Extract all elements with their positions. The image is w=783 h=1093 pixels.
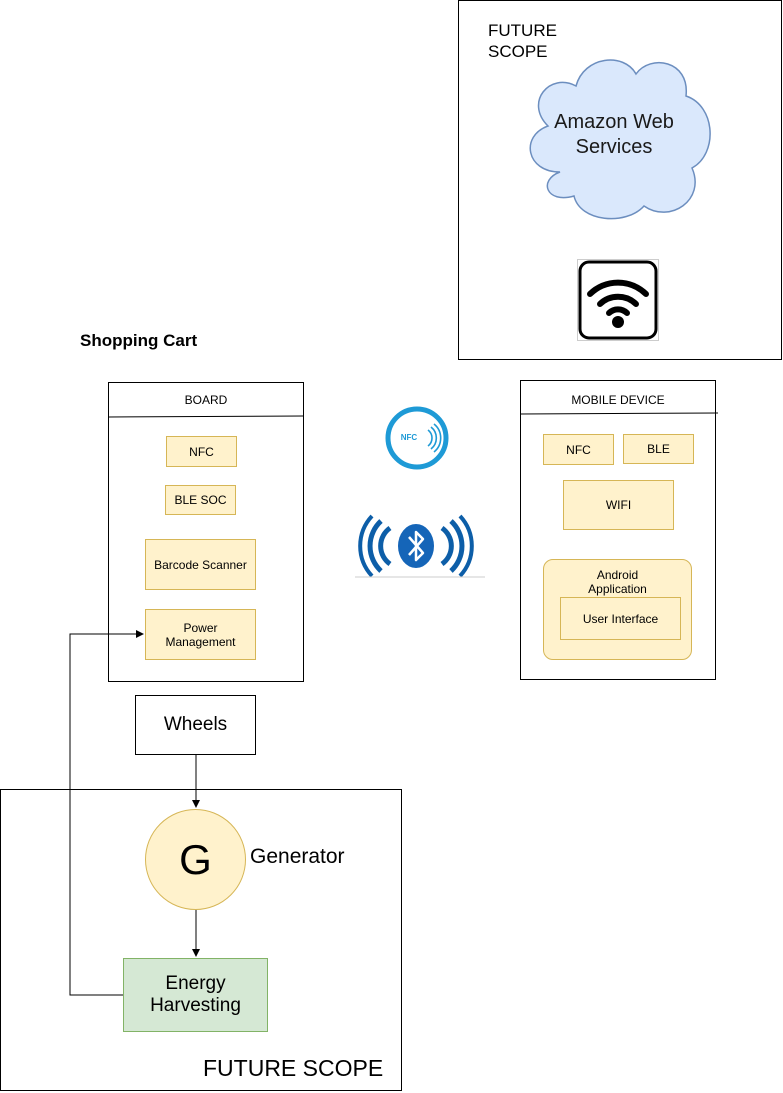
board-title: BOARD: [184, 393, 228, 407]
nfc-icon-text: NFC: [400, 432, 418, 442]
mobile-device-title: MOBILE DEVICE: [571, 393, 665, 407]
board-ble-soc-block: BLE SOC: [165, 485, 236, 515]
energy-to-power-arrow: [69, 630, 144, 996]
power-management-block: Power Management: [145, 609, 256, 660]
wifi-icon: [577, 259, 659, 341]
future-scope-bottom-label: FUTURE SCOPE: [203, 1055, 384, 1081]
barcode-scanner-block: Barcode Scanner: [145, 539, 256, 590]
nfc-icon: [384, 405, 450, 471]
wheels-block: Wheels: [135, 695, 256, 755]
mobile-nfc-block: NFC: [543, 434, 614, 465]
bluetooth-icon: [355, 513, 485, 579]
mobile-title-divider: [520, 412, 718, 415]
user-interface-block: User Interface: [560, 597, 681, 640]
aws-cloud-label: Amazon Web Services: [554, 111, 674, 158]
generator-circle: G: [145, 809, 246, 910]
aws-cloud-shape: [529, 59, 711, 220]
board-title-divider: [108, 415, 304, 418]
mobile-ble-block: BLE: [623, 434, 694, 464]
shopping-cart-title: Shopping Cart: [80, 331, 198, 350]
energy-harvesting-block: Energy Harvesting: [123, 958, 268, 1032]
android-application-label: Android Application: [588, 568, 647, 596]
future-scope-top-label: FUTURE SCOPE: [488, 21, 557, 61]
mobile-wifi-block: WIFI: [563, 480, 674, 530]
board-nfc-block: NFC: [166, 436, 237, 467]
generator-label: Generator: [250, 845, 345, 868]
